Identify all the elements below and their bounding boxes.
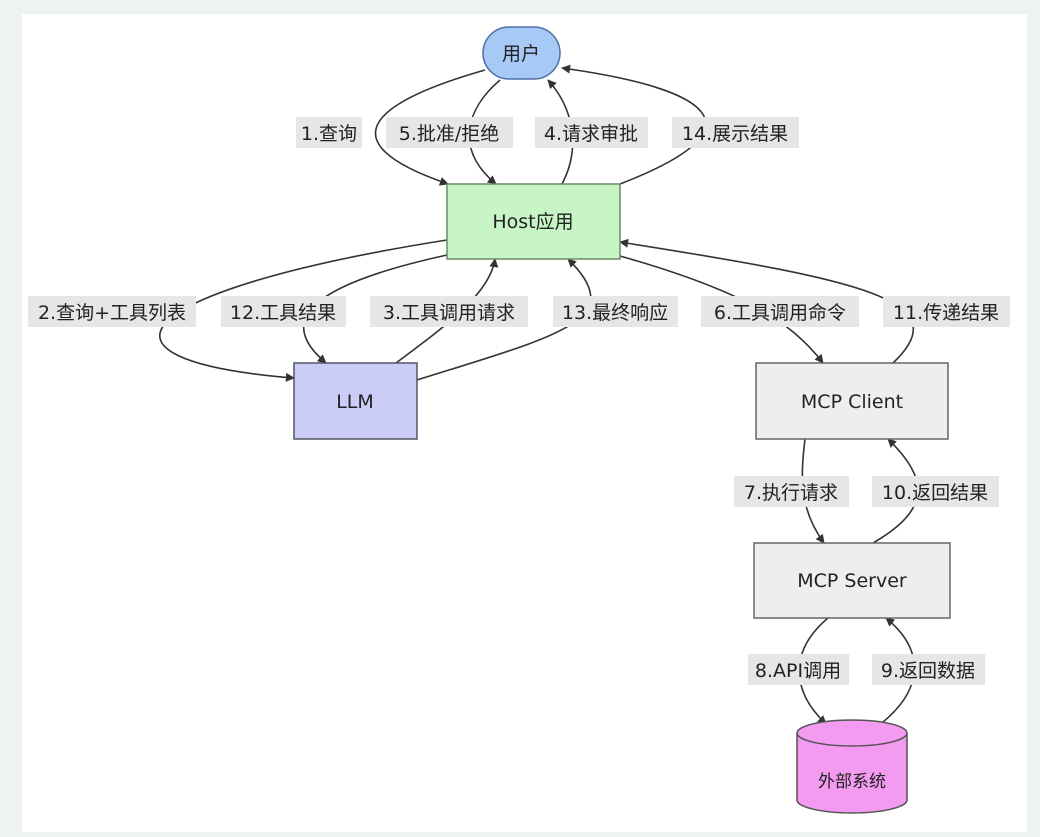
edge-label-e3: 3.工具调用请求: [370, 296, 528, 327]
node-llm: LLM: [293, 362, 418, 440]
edge-label-e2-bg: [28, 296, 196, 327]
node-mcp-client-shape: [755, 362, 949, 440]
edge-label-e13: 13.最终响应: [553, 296, 678, 327]
edge-label-e9-bg: [872, 654, 985, 685]
edge-label-e11: 11.传递结果: [883, 296, 1010, 327]
node-user-label: 用户: [502, 43, 540, 65]
node-mcp-client-label: MCP Client: [801, 391, 903, 413]
edge-label-e2: 2.查询+工具列表: [28, 296, 196, 327]
edge-label-e10-text: 10.返回结果: [882, 482, 988, 504]
node-external: 外部系统: [796, 719, 908, 814]
edge-label-e2-text: 2.查询+工具列表: [38, 302, 186, 324]
edge-label-e13-bg: [553, 296, 678, 327]
node-llm-shape: [293, 362, 418, 440]
edge-label-e11-bg: [883, 296, 1010, 327]
edge-e14: [561, 64, 707, 185]
edge-label-e14: 14.展示结果: [672, 117, 799, 148]
edge-label-e5-text: 5.批准/拒绝: [399, 123, 500, 145]
node-mcp-server-shape: [753, 542, 951, 619]
node-host-label: Host应用: [492, 211, 573, 233]
edge-label-e13-text: 13.最终响应: [562, 302, 668, 324]
edge-label-e11-text: 11.传递结果: [893, 302, 999, 324]
node-mcp-server-label: MCP Server: [797, 570, 907, 592]
edge-label-e5-bg: [386, 117, 513, 148]
edge-label-e9: 9.返回数据: [872, 654, 985, 685]
edge-label-e8: 8.API调用: [748, 654, 849, 685]
edge-label-e12: 12.工具结果: [221, 296, 346, 327]
edge-label-e3-bg: [370, 296, 528, 327]
edge-label-e7-text: 7.执行请求: [744, 482, 838, 504]
edge-label-e10: 10.返回结果: [872, 476, 999, 507]
edge-label-e3-text: 3.工具调用请求: [383, 302, 515, 324]
edge-label-e14-text: 14.展示结果: [682, 123, 788, 145]
edge-label-e9-text: 9.返回数据: [881, 660, 975, 682]
edge-label-e8-bg: [748, 654, 849, 685]
edge-label-e6: 6.工具调用命令: [701, 296, 859, 327]
edge-label-e4-text: 4.请求审批: [544, 123, 638, 145]
node-mcp-client: MCP Client: [755, 362, 949, 440]
edge-label-e1-bg: [296, 117, 362, 148]
edge-label-e7-bg: [734, 476, 849, 507]
edge-e11: [619, 238, 915, 364]
edge-label-e6-bg: [701, 296, 859, 327]
edge-label-e12-bg: [221, 296, 346, 327]
node-user: 用户: [482, 26, 561, 80]
node-external-label: 外部系统: [818, 772, 886, 792]
node-external-body: [796, 733, 908, 814]
edge-e1: [374, 69, 486, 186]
node-host-shape: [446, 183, 621, 260]
edge-label-e5: 5.批准/拒绝: [386, 117, 513, 148]
node-external-top: [796, 719, 908, 747]
edge-label-e14-bg: [672, 117, 799, 148]
edge-label-e8-text: 8.API调用: [755, 660, 841, 682]
node-mcp-server: MCP Server: [753, 542, 951, 619]
node-llm-label: LLM: [336, 391, 374, 413]
edge-label-e4-bg: [535, 117, 648, 148]
node-host: Host应用: [446, 183, 621, 260]
edge-label-e4: 4.请求审批: [535, 117, 648, 148]
edge-label-e1-text: 1.查询: [301, 123, 357, 145]
edge-label-e10-bg: [872, 476, 999, 507]
edge-label-e6-text: 6.工具调用命令: [714, 302, 846, 324]
edge-label-e12-text: 12.工具结果: [230, 302, 336, 324]
edge-label-e1: 1.查询: [296, 117, 362, 148]
edge-label-e7: 7.执行请求: [734, 476, 849, 507]
node-user-shape: [482, 26, 561, 80]
